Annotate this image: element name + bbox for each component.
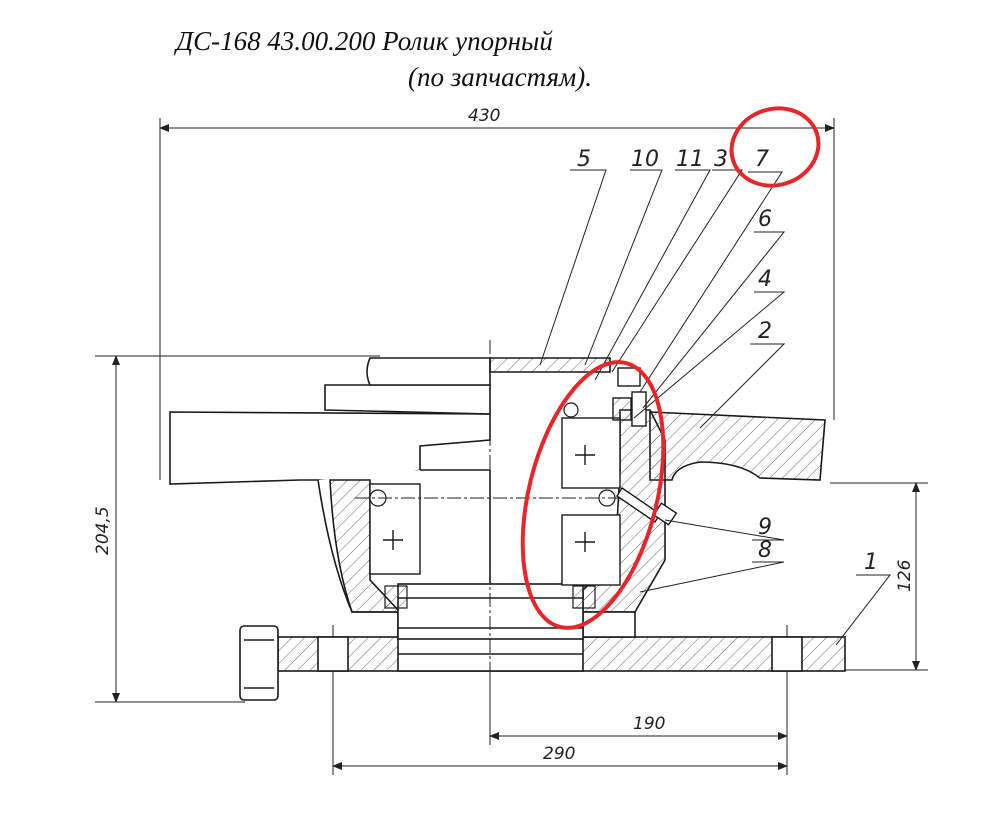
callout-4: 4 xyxy=(758,267,772,292)
callout-6: 6 xyxy=(758,207,772,232)
callout-10: 10 xyxy=(631,147,659,172)
callout-3: 3 xyxy=(714,147,728,172)
highlight-marks xyxy=(520,106,821,630)
callout-7: 7 xyxy=(755,147,769,172)
drawing-subtitle: (по запчастям). xyxy=(408,62,592,92)
dim-190-label: 190 xyxy=(633,714,665,734)
highlight-circle-callout-7 xyxy=(729,106,821,188)
callout-2: 2 xyxy=(758,319,772,344)
grease-fitting xyxy=(616,487,678,526)
dim-430-label: 430 xyxy=(468,106,500,126)
dim-290-label: 290 xyxy=(543,744,575,764)
bearing-lower xyxy=(561,514,621,586)
callout-labels: 5 10 11 3 7 6 4 2 9 8 1 xyxy=(577,147,878,575)
handle-knob xyxy=(239,625,279,701)
drawing-title: ДС-168 43.00.200 Ролик упорный xyxy=(176,26,553,56)
highlight-ellipse-bearings xyxy=(520,360,666,630)
callout-9: 9 xyxy=(758,515,772,540)
leader-lines xyxy=(539,169,892,646)
callout-1: 1 xyxy=(864,550,878,575)
dim-204-5-label: 204,5 xyxy=(93,506,113,555)
dim-overall-width: 430 xyxy=(159,106,835,480)
dim-126-label: 126 xyxy=(895,559,915,592)
dim-overall-height: 204,5 xyxy=(93,355,380,703)
callout-5: 5 xyxy=(577,147,591,172)
cap-screws xyxy=(612,367,647,427)
callout-8: 8 xyxy=(758,538,772,563)
dim-base-to-flange: 126 xyxy=(830,482,928,671)
dim-bottom: 190 290 xyxy=(332,612,788,775)
callout-11: 11 xyxy=(676,147,704,172)
base-plate xyxy=(239,625,846,701)
